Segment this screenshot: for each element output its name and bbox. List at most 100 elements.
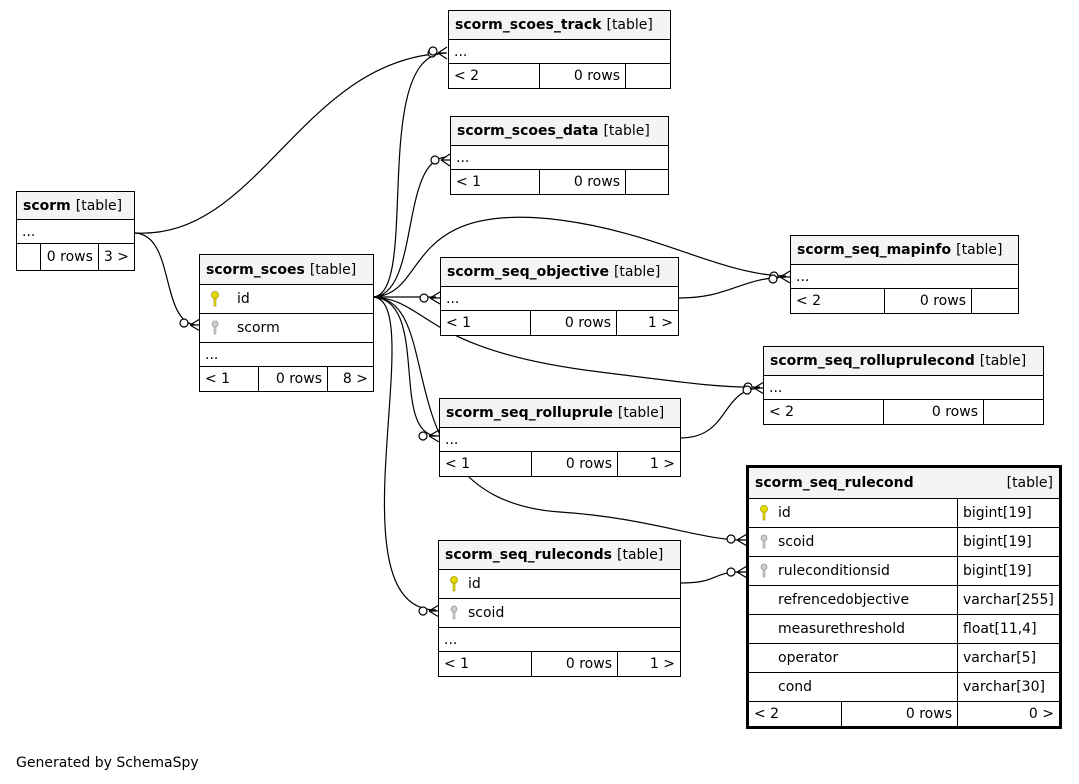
parents-count[interactable]: < 2: [754, 706, 780, 722]
column-row: id bigint[19]: [749, 499, 1059, 528]
table-type: [table]: [606, 17, 653, 33]
primary-key-icon: [754, 505, 774, 521]
row-count: 0 rows: [884, 289, 971, 313]
parents-count[interactable]: < 1: [446, 315, 472, 331]
table-type: [table]: [603, 123, 650, 139]
edge-marker: [742, 385, 752, 395]
table-row: ...: [791, 265, 1018, 289]
ellipsis: ...: [796, 268, 810, 285]
column-type: varchar[30]: [957, 673, 1059, 701]
table-header: scorm_scoes_data[table]: [451, 117, 668, 146]
children-count[interactable]: 1 >: [617, 452, 680, 476]
row-count: 0 rows: [39, 244, 98, 270]
row-count: 0 rows: [258, 367, 327, 391]
table-scorm-scoes[interactable]: scorm_scoes[table] id scorm ... < 1 0 ro…: [199, 254, 374, 392]
edge-marker: [430, 155, 440, 165]
table-scorm-seq-rulecond[interactable]: scorm_seq_rulecond [table] id bigint[19]…: [746, 465, 1062, 729]
table-footer: 0 rows 3 >: [17, 244, 134, 270]
table-footer: < 2 0 rows 0 >: [749, 702, 1059, 726]
primary-key-icon: [205, 291, 225, 307]
parents-count[interactable]: < 1: [456, 174, 482, 190]
edge-scoes-rolluprule: [372, 296, 437, 437]
parents-count[interactable]: < 2: [796, 293, 822, 309]
column-row: id: [200, 285, 373, 314]
column-type: bigint[19]: [957, 557, 1059, 585]
table-row: ...: [439, 628, 680, 652]
column-type: varchar[255]: [957, 586, 1059, 614]
edge-marker: [418, 606, 428, 616]
foreign-key-icon: [754, 563, 774, 579]
table-footer: < 1 0 rows 8 >: [200, 367, 373, 391]
ellipsis: ...: [454, 43, 468, 60]
table-header: scorm_seq_rolluprulecond[table]: [764, 347, 1043, 376]
parents-count[interactable]: < 2: [769, 404, 795, 420]
children-count[interactable]: 1 >: [616, 311, 678, 335]
crows-foot: [437, 46, 448, 60]
edge-marker: [768, 274, 778, 284]
edge-marker: [418, 431, 428, 441]
table-scorm-seq-objective[interactable]: scorm_seq_objective[table] ... < 1 0 row…: [440, 257, 679, 336]
table-header: scorm_scoes_track[table]: [449, 11, 670, 40]
children-count[interactable]: 1 >: [617, 652, 680, 676]
column-type: bigint[19]: [957, 528, 1059, 556]
parents-count[interactable]: < 1: [205, 371, 231, 387]
table-name: scorm: [23, 197, 71, 214]
table-footer: < 1 0 rows 1 >: [439, 652, 680, 676]
column-name: ruleconditionsid: [778, 563, 890, 579]
crows-foot: [736, 565, 748, 579]
parents-count[interactable]: < 2: [454, 68, 480, 84]
column-type: bigint[19]: [957, 499, 1059, 527]
crows-foot: [189, 318, 201, 332]
children-count[interactable]: 3 >: [97, 244, 134, 270]
column-name: scoid: [778, 534, 815, 550]
children-count[interactable]: 8 >: [327, 367, 373, 391]
table-type: [table]: [617, 547, 664, 563]
table-scorm[interactable]: scorm[table] ... 0 rows 3 >: [16, 191, 135, 271]
table-type: [table]: [309, 261, 357, 278]
table-name: scorm_scoes: [206, 261, 305, 278]
table-scorm-seq-ruleconds[interactable]: scorm_seq_ruleconds[table] id scoid ... …: [438, 540, 681, 677]
table-row: ...: [440, 428, 680, 452]
generated-by-footer: Generated by SchemaSpy: [16, 755, 199, 771]
row-count: 0 rows: [539, 170, 625, 194]
ellipsis: ...: [456, 149, 470, 166]
table-name: scorm_seq_rolluprule: [446, 405, 613, 421]
column-row: scoid: [439, 599, 680, 628]
table-header: scorm_seq_rulecond [table]: [749, 468, 1059, 499]
children-count[interactable]: 0 >: [957, 702, 1059, 726]
crows-foot: [779, 270, 791, 284]
table-scorm-seq-mapinfo[interactable]: scorm_seq_mapinfo[table] ... < 2 0 rows: [790, 235, 1019, 314]
table-row: ...: [764, 376, 1043, 400]
column-name: cond: [778, 679, 813, 695]
edge-rolluprule-rolluprulecond: [679, 387, 761, 439]
column-name: operator: [778, 650, 839, 666]
table-name: scorm_seq_objective: [447, 264, 609, 280]
ellipsis: ...: [769, 379, 783, 396]
column-type: float[11,4]: [957, 615, 1059, 643]
table-type: [table]: [617, 405, 665, 421]
row-count: 0 rows: [531, 652, 617, 676]
row-count: 0 rows: [841, 702, 957, 726]
table-scorm-seq-rolluprule[interactable]: scorm_seq_rolluprule[table] ... < 1 0 ro…: [439, 398, 681, 477]
table-scorm-scoes-track[interactable]: scorm_scoes_track[table] ... < 2 0 rows: [448, 10, 671, 89]
table-row: ...: [449, 40, 670, 64]
table-header: scorm_seq_objective[table]: [441, 258, 678, 287]
children-cell: [625, 64, 670, 88]
ellipsis: ...: [205, 346, 219, 363]
row-count: 0 rows: [531, 452, 617, 476]
table-scorm-scoes-data[interactable]: scorm_scoes_data[table] ... < 1 0 rows: [450, 116, 669, 195]
column-name: id: [778, 505, 791, 521]
table-name: scorm_scoes_track: [455, 17, 602, 33]
table-header: scorm_seq_ruleconds[table]: [439, 541, 680, 570]
table-header: scorm_seq_mapinfo[table]: [791, 236, 1018, 265]
edge-scoes-rolluprulecond: [372, 296, 761, 388]
row-count: 0 rows: [883, 400, 983, 424]
crows-foot: [440, 153, 451, 167]
table-scorm-seq-rolluprulecond[interactable]: scorm_seq_rolluprulecond[table] ... < 2 …: [763, 346, 1044, 425]
column-row: id: [439, 570, 680, 599]
parents-count[interactable]: < 1: [444, 656, 470, 672]
parents-cell: [17, 244, 40, 270]
edge-scoes-rulecond: [372, 296, 743, 541]
table-row: ...: [441, 287, 678, 311]
parents-count[interactable]: < 1: [445, 456, 471, 472]
